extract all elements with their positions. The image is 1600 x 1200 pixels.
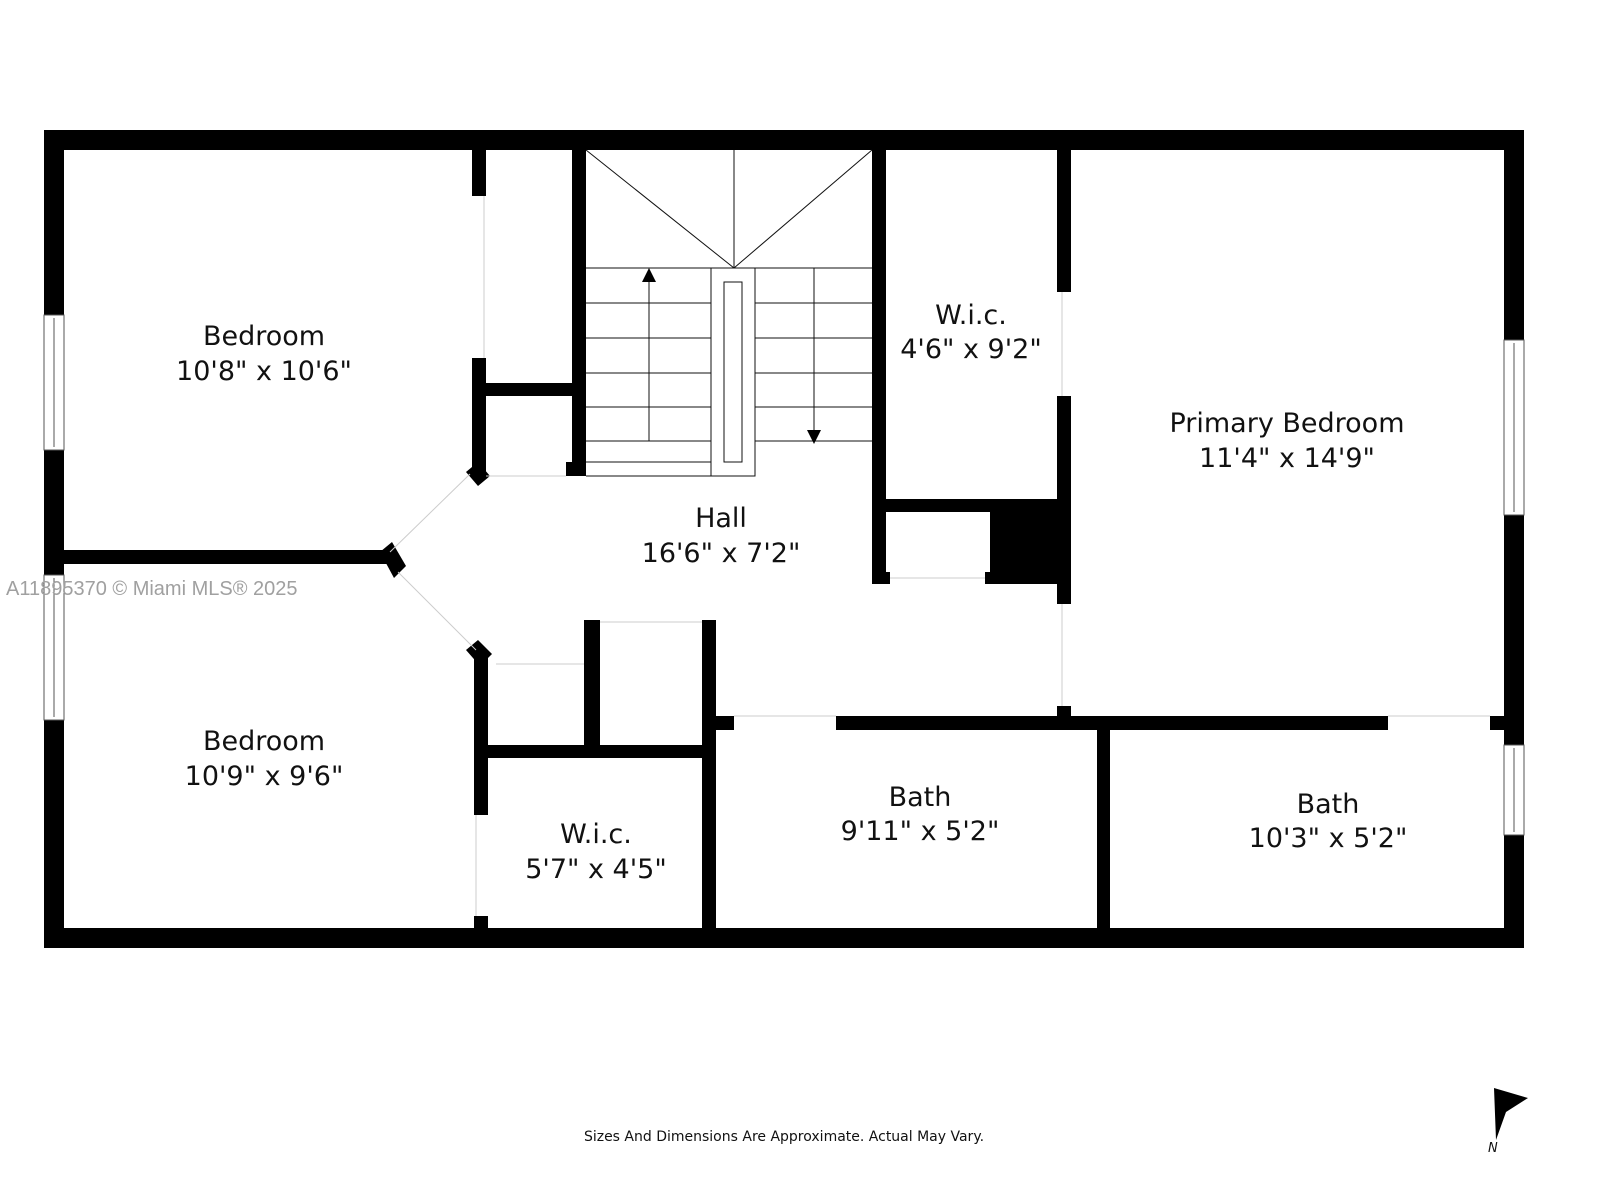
windows xyxy=(43,314,1525,836)
room-size: 11'4" x 14'9" xyxy=(1199,443,1375,474)
room-name: Bath xyxy=(889,782,952,813)
watermark: A11895370 © Miami MLS® 2025 xyxy=(6,578,297,600)
room-name: Bedroom xyxy=(203,726,325,757)
disclaimer: Sizes And Dimensions Are Approximate. Ac… xyxy=(584,1129,984,1145)
room-size: 10'9" x 9'6" xyxy=(185,761,344,792)
room-name: Bath xyxy=(1297,789,1360,820)
stair-arrows xyxy=(642,268,821,444)
room-size: 16'6" x 7'2" xyxy=(642,538,801,569)
room-name: Primary Bedroom xyxy=(1169,408,1404,439)
room-size: 5'7" x 4'5" xyxy=(525,854,667,885)
room-labels: Bedroom 10'8" x 10'6" Bedroom 10'9" x 9'… xyxy=(176,300,1407,885)
staircase xyxy=(585,149,873,477)
door-openings xyxy=(389,196,1490,916)
room-name: Bedroom xyxy=(203,321,325,352)
room-size: 9'11" x 5'2" xyxy=(841,816,1000,847)
room-size: 10'3" x 5'2" xyxy=(1249,823,1408,854)
room-size: 10'8" x 10'6" xyxy=(176,356,352,387)
room-name: W.i.c. xyxy=(560,819,632,850)
room-size: 4'6" x 9'2" xyxy=(900,334,1042,365)
north-arrow-icon: N xyxy=(1488,1088,1528,1156)
room-name: W.i.c. xyxy=(935,300,1007,331)
walls xyxy=(44,130,1524,948)
room-name: Hall xyxy=(695,503,747,534)
compass-label: N xyxy=(1488,1141,1498,1156)
